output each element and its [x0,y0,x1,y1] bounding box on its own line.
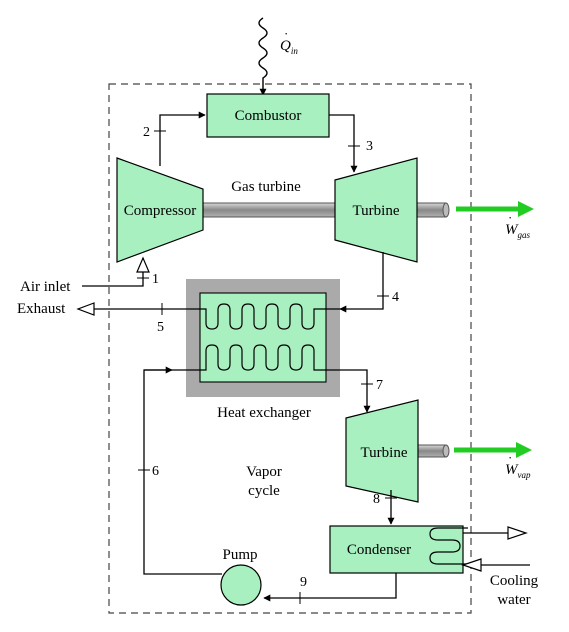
state-1-label: 1 [152,272,159,287]
state-5-label: 5 [157,320,164,335]
condenser-label: Condenser [347,542,411,558]
state-2-label: 2 [143,125,150,140]
heat-exchanger-body [199,292,327,383]
stream-3 [329,114,358,173]
stream-2 [159,111,206,166]
pump-label: Pump [222,547,257,563]
stream-7 [340,369,371,413]
cooling-in-arrowhead [461,558,482,572]
shaft-end [442,202,450,218]
vapor-cycle-label-2: cycle [248,483,280,499]
pump [220,564,262,606]
vapor-turbine [345,399,419,503]
air-inlet-label: Air inlet [20,279,71,295]
system-boundary [108,83,472,614]
state-7-label: 7 [376,378,383,393]
vapor-shaft [417,444,447,458]
stream-1 [82,258,144,287]
cooling-water-label-2: water [497,592,530,608]
vapor-turbine-label: Turbine [361,445,408,461]
vapor-work-arrowhead [516,442,532,458]
gas-turbine-label: Turbine [353,203,400,219]
compressor [116,157,204,263]
vapor-shaft-end [442,444,450,458]
gas-coil [186,303,340,330]
vapor-work-label: Wvap [505,462,531,480]
heat-input-arrow [258,17,268,96]
state-3-label: 3 [366,139,373,154]
combustor-label: Combustor [235,108,302,124]
stream-1-arrowhead [136,256,150,273]
state-8-label: 8 [373,492,380,507]
heat-exchanger-label: Heat exchanger [217,405,311,421]
state-9-label: 9 [300,575,307,590]
gas-work-dot: · [508,210,512,225]
cooling-out-arrowhead [507,526,528,540]
gas-turbine [334,157,418,263]
combustor-box [206,93,330,138]
exhaust-label: Exhaust [17,301,66,317]
gas-turbine-title: Gas turbine [231,179,301,195]
vapor-cycle-label-1: Vapor [246,464,282,480]
state-4-label: 4 [392,290,399,305]
gas-work-label: Wgas [505,222,531,240]
compressor-label: Compressor [124,203,197,219]
heat-input-dot: · [284,26,288,41]
stream-9 [263,573,397,602]
state-6-label: 6 [152,464,159,479]
stream-4 [339,252,384,313]
cooling-water-label-1: Cooling [490,573,539,589]
condenser-box [329,525,464,574]
cooling-coil [429,527,468,565]
vapor-work-dot: · [508,450,512,465]
gas-work-arrowhead [518,201,534,217]
heat-input-label: Qin [280,38,298,56]
vapor-coil [200,344,340,371]
exhaust-arrowhead [76,302,95,316]
